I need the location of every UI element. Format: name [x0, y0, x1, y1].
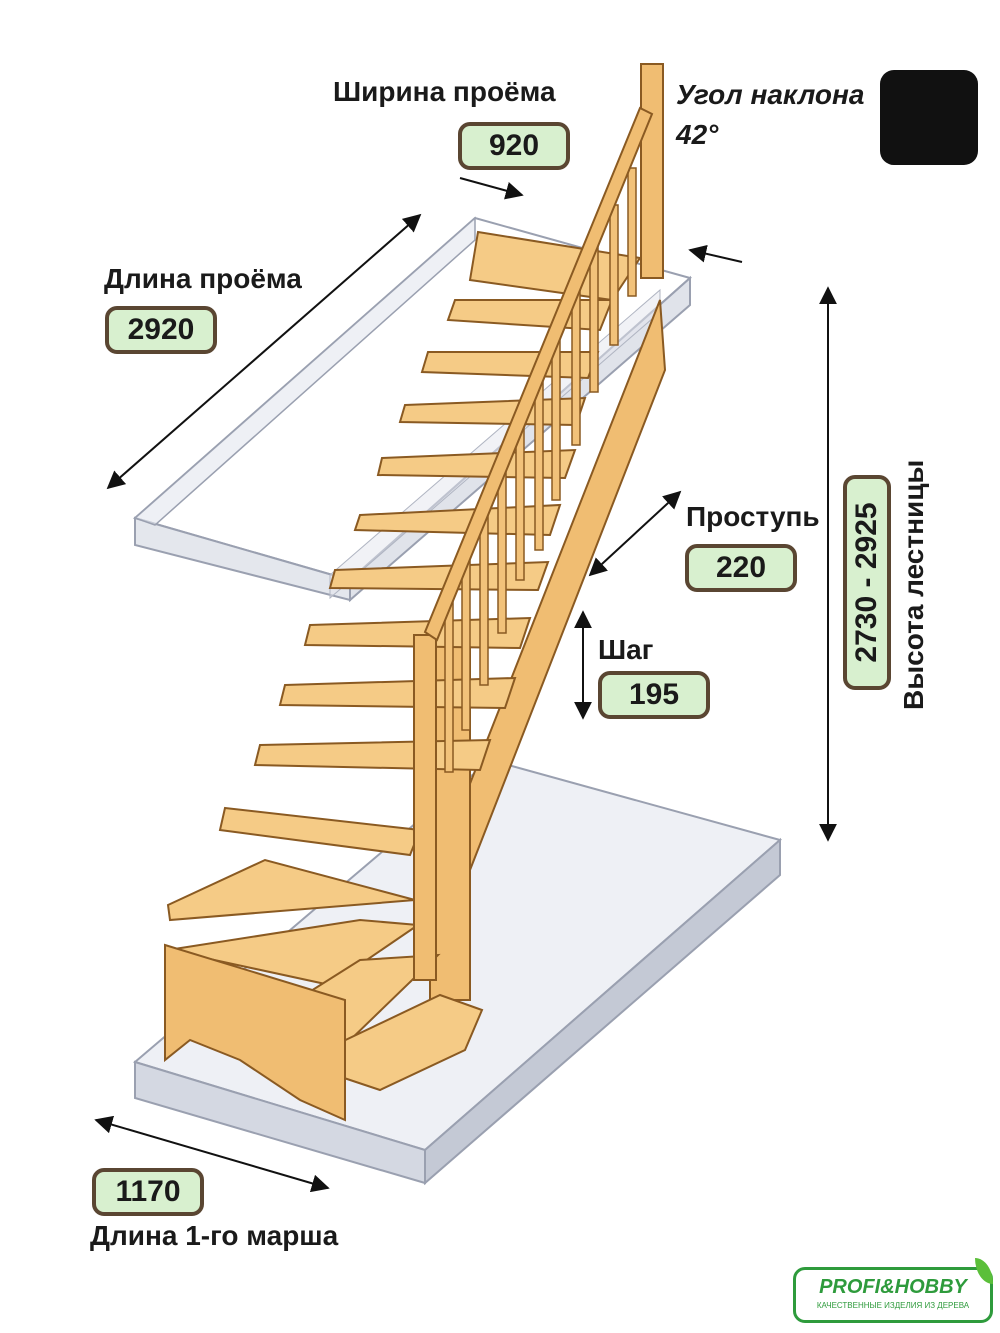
step-title: Шаг [598, 634, 654, 665]
stringer [429, 299, 667, 1001]
opening-length-arrow [106, 213, 422, 490]
handrail [423, 106, 654, 642]
opening-length-title: Длина проёма [104, 263, 302, 294]
stairs-icon-background [880, 70, 978, 165]
tread-arrow [588, 490, 682, 577]
angle-title: Угол наклона [676, 79, 865, 110]
balusters [444, 167, 637, 773]
ceiling-edge-arrow [688, 244, 743, 263]
first-flight-title: Длина 1-го марша [90, 1220, 339, 1251]
top-newel-post [640, 63, 664, 279]
height-title: Высота лестницы [898, 459, 929, 710]
brand-logo: PROFI&HOBBY КАЧЕСТВЕННЫЕ ИЗДЕЛИЯ ИЗ ДЕРЕ… [793, 1267, 993, 1323]
dimension-lines [94, 177, 837, 1193]
angle-value: 42° [676, 119, 719, 150]
first-flight-value: 1170 [92, 1168, 204, 1216]
height-value: 2730 - 2925 [843, 475, 891, 690]
opening-width-arrow [459, 177, 524, 200]
opening-width-value: 920 [458, 122, 570, 170]
tread-value: 220 [685, 544, 797, 592]
winder-treads [164, 806, 484, 1122]
brand-tagline: КАЧЕСТВЕННЫЕ ИЗДЕЛИЯ ИЗ ДЕРЕВА [816, 1301, 970, 1310]
first-flight-arrow [94, 1115, 330, 1193]
opening-length-value: 2920 [105, 306, 217, 354]
bottom-newel-post [413, 634, 437, 981]
tread-title: Проступь [686, 501, 820, 532]
step-value: 195 [598, 671, 710, 719]
brand-name: PROFI&HOBBY [819, 1276, 967, 1298]
opening-width-title: Ширина проёма [333, 76, 556, 107]
